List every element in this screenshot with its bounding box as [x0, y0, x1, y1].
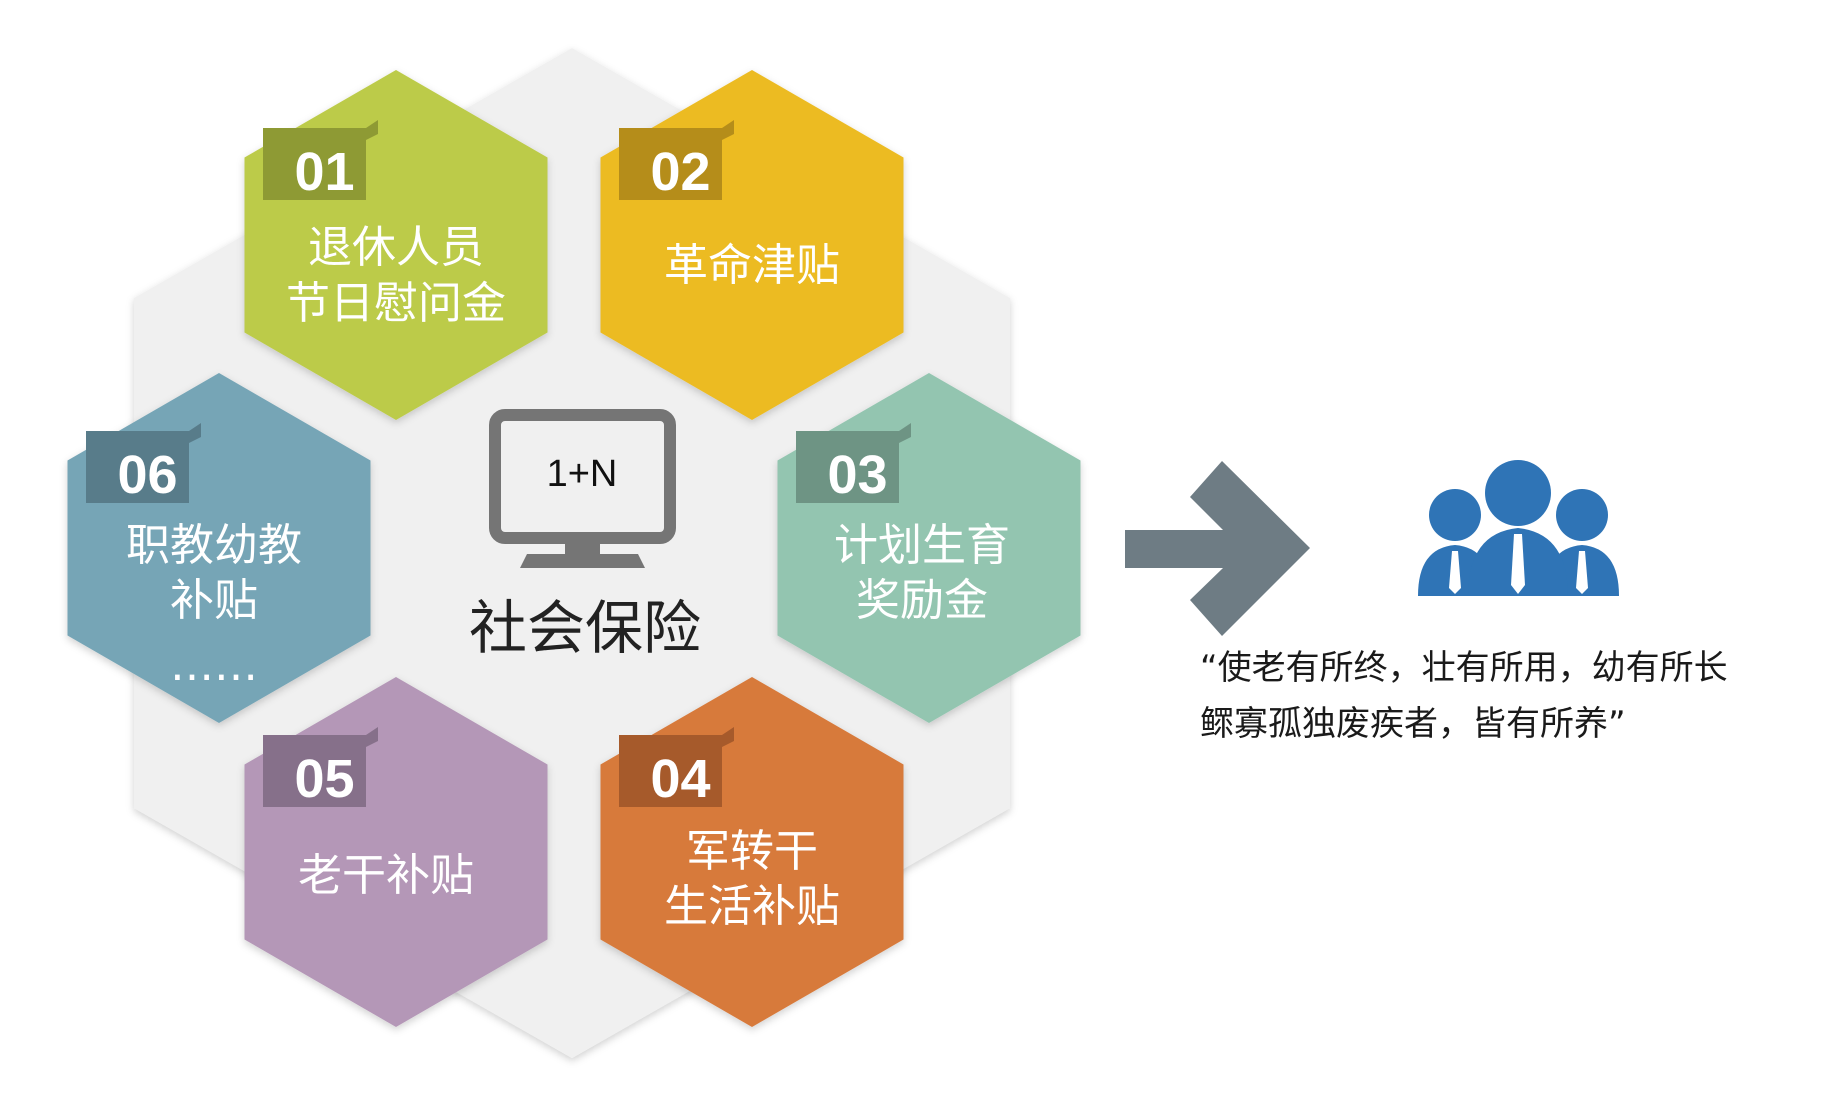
hexagon-label-line: 生活补贴: [664, 881, 840, 932]
hexagon-item-05: 05 老干补贴: [244, 677, 548, 1027]
number-tab: [619, 735, 722, 807]
hexagon-number: 02: [650, 142, 710, 202]
hexagon-label-line: 计划生育: [834, 520, 1010, 571]
hexagon-number: 05: [294, 749, 354, 809]
hexagon-number: 03: [827, 445, 887, 505]
hexagon-label-line: 奖励金: [856, 575, 988, 626]
hexagon-label-line: 军转干: [686, 826, 818, 877]
hexagon-label-line: 退休人员: [308, 222, 484, 273]
quote-line-1: “使老有所终，壮有所用，幼有所长: [1200, 648, 1728, 688]
hexagon-number: 04: [650, 749, 710, 809]
hexagon-item-02: 02 革命津贴: [600, 70, 904, 420]
hexagon-label-line: 老干补贴: [298, 850, 474, 901]
quote-line-2: 鳏寡孤独废疾者，皆有所养”: [1200, 704, 1626, 744]
number-tab-fold: [722, 727, 734, 747]
quote-block: “使老有所终，壮有所用，幼有所长 鳏寡孤独废疾者，皆有所养”: [1200, 640, 1820, 752]
hexagon-number: 06: [117, 445, 177, 505]
hexagon-label-line: ……: [170, 640, 258, 691]
hexagon-number: 01: [294, 142, 354, 202]
number-tab: [263, 735, 366, 807]
monitor-icon: 1+N: [489, 409, 676, 568]
number-tab: [619, 128, 722, 200]
hexagon-label-line: 补贴: [170, 575, 258, 626]
people-group-icon: [1418, 460, 1619, 596]
number-tab: [86, 431, 189, 503]
number-tab-fold: [189, 423, 201, 443]
arrow-right-icon: [1125, 461, 1310, 636]
monitor-text: 1+N: [547, 453, 618, 495]
hexagon-label-line: 职教幼教: [126, 520, 302, 571]
number-tab: [796, 431, 899, 503]
number-tab-fold: [899, 423, 911, 443]
hexagon-label-line: 节日慰问金: [286, 278, 506, 329]
number-tab: [263, 128, 366, 200]
number-tab-fold: [366, 727, 378, 747]
number-tab-fold: [722, 120, 734, 140]
number-tab-fold: [366, 120, 378, 140]
center-title: 社会保险: [469, 594, 701, 662]
hexagon-label-line: 革命津贴: [664, 240, 840, 291]
